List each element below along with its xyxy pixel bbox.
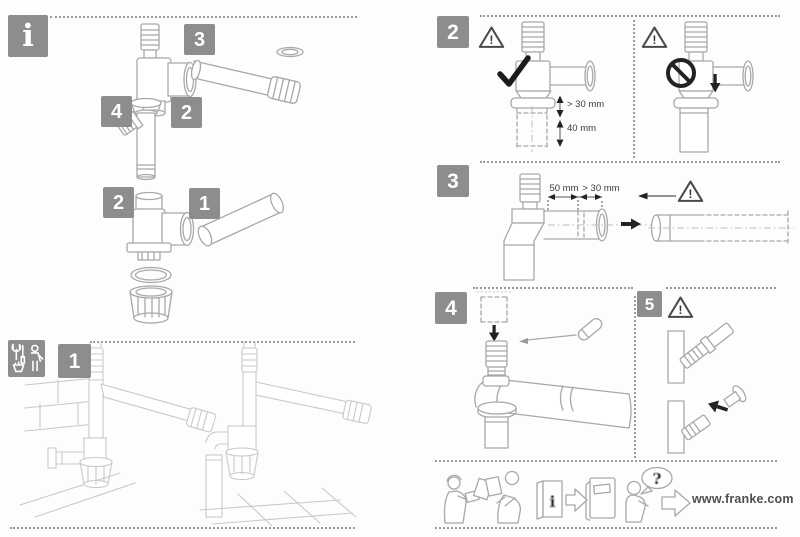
step5-drawing (667, 322, 747, 454)
arrow-left-icon (519, 338, 528, 344)
warning-icon (641, 26, 668, 49)
divider (666, 287, 776, 289)
divider (634, 296, 636, 458)
step2-wrong-drawing (666, 21, 754, 153)
dimension-markers (556, 95, 564, 147)
warning-icon (677, 180, 704, 203)
step-4-badge: 4 (435, 292, 467, 324)
website-text: www.franke.com (692, 492, 794, 506)
step1-drawing (19, 341, 372, 527)
arrow-down-icon (710, 74, 721, 93)
arrow-outline-icon (565, 488, 588, 512)
warning-icon (667, 296, 694, 319)
dimension-label: 50 mm (549, 183, 578, 194)
step-5-badge: 5 (637, 291, 662, 317)
svg-text:?: ? (653, 470, 662, 488)
exploded-parts-drawing (117, 23, 304, 324)
step4-drawing (474, 291, 632, 449)
divider (435, 460, 777, 462)
read-manual-icon: i (536, 477, 616, 521)
dimension-markers (547, 194, 603, 211)
divider (90, 341, 355, 343)
dimension-label: > 30 mm (567, 99, 604, 110)
step2-correct-drawing: > 30 mm 40 mm (497, 21, 604, 152)
arrow-right-icon (621, 218, 641, 230)
arrow-outline-icon (661, 489, 691, 517)
step-1-badge: 1 (58, 344, 91, 378)
divider (473, 287, 633, 289)
divider (435, 527, 777, 529)
checkmark-icon (497, 55, 531, 87)
divider (633, 20, 635, 158)
part-label-2b: 2 (103, 187, 134, 218)
divider (50, 16, 357, 18)
book-icon (585, 477, 616, 521)
divider (10, 527, 355, 529)
dimension-label: > 30 mm (582, 183, 619, 194)
divider (480, 15, 780, 17)
footer-pictograms: i ? (443, 466, 691, 524)
tools-pictogram (11, 343, 44, 373)
people-reading-icon (443, 470, 522, 524)
step-3-badge: 3 (437, 165, 469, 197)
warning-icon (478, 26, 505, 49)
part-label-2a: 2 (171, 97, 202, 128)
step-2-badge: 2 (437, 16, 469, 48)
prohibition-icon (666, 58, 696, 88)
dimension-label: 40 mm (567, 123, 596, 134)
arrow-left-icon (638, 192, 676, 200)
arrow-down-icon (489, 325, 500, 342)
step3-drawing: 50 mm > 30 mm (503, 173, 794, 281)
tools-icon (8, 340, 45, 377)
info-icon: i (8, 15, 48, 57)
divider (480, 161, 780, 163)
part-label-4: 4 (101, 96, 132, 127)
arrow-left-icon (708, 400, 729, 413)
part-label-3: 3 (184, 24, 215, 55)
question-support-icon: ? (625, 466, 691, 523)
svg-text:i: i (550, 493, 556, 511)
part-label-1: 1 (189, 188, 220, 219)
